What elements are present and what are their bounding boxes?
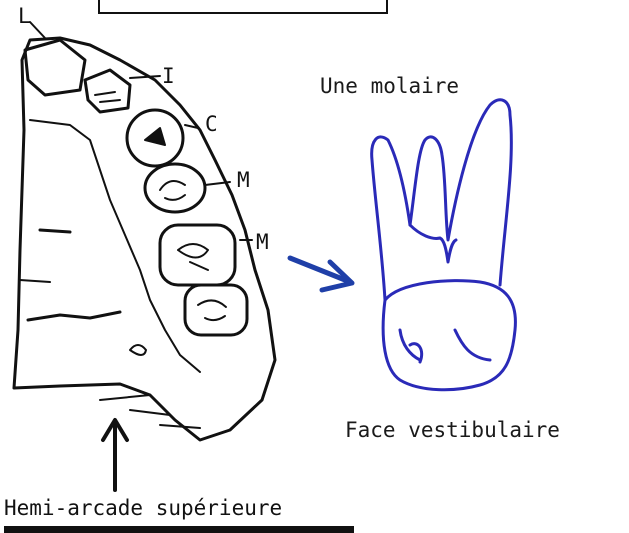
- premolar-1-detail: [160, 181, 185, 200]
- label-incisor: I: [162, 64, 175, 88]
- incisor-central: [25, 40, 85, 95]
- molar-title: Une molaire: [320, 74, 459, 98]
- molar-2: [185, 285, 247, 335]
- molar-crown: [383, 281, 515, 390]
- molar-1-detail: [178, 244, 208, 270]
- incisor-lateral: [85, 70, 130, 112]
- premolar-1: [145, 164, 205, 212]
- caption-underline: [4, 526, 354, 533]
- molar-face-label: Face vestibulaire: [345, 418, 560, 442]
- leader-l: [30, 22, 45, 38]
- molar-2-detail: [198, 300, 226, 320]
- canine-detail: [145, 128, 165, 145]
- molar-root-outline: [372, 100, 512, 300]
- incisor-detail: [95, 92, 120, 102]
- leader-i: [130, 76, 160, 78]
- label-molar-2: M: [256, 230, 269, 254]
- palate-bump: [130, 345, 146, 355]
- molar-crown-detail-2: [455, 330, 490, 360]
- label-incisor-top: L: [18, 4, 31, 28]
- caption: Hemi-arcade supérieure: [4, 496, 282, 520]
- palate-line-1: [40, 230, 70, 232]
- palate-line-3: [20, 280, 50, 282]
- label-canine: C: [205, 112, 218, 136]
- label-molar-1: M: [237, 168, 250, 192]
- molar-1: [160, 225, 235, 285]
- palate-line-2: [28, 312, 120, 320]
